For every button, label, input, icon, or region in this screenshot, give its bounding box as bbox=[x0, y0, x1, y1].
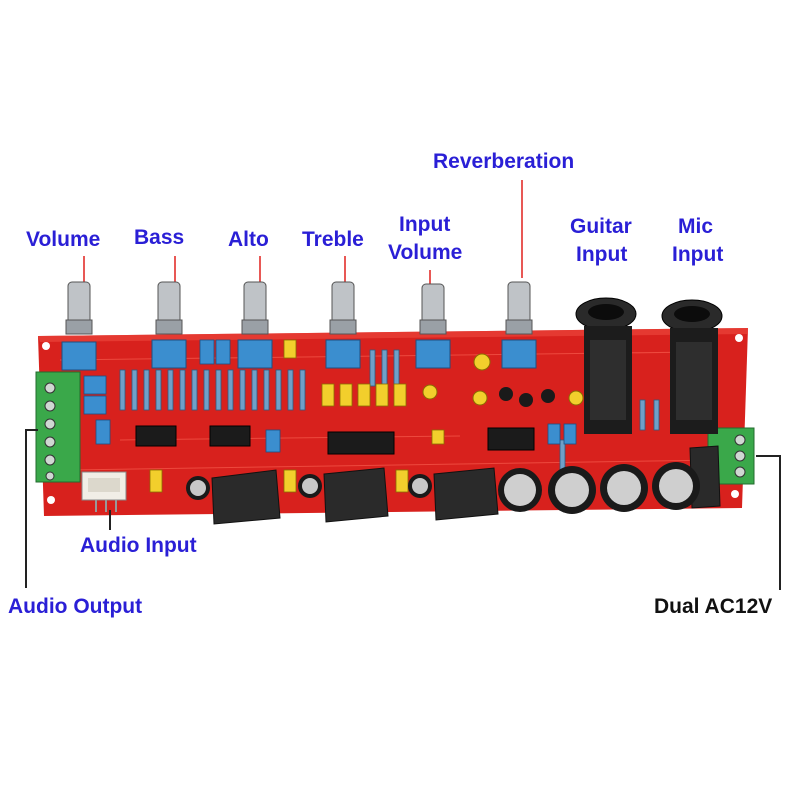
mic-input-jack bbox=[661, 299, 723, 434]
treble-pot bbox=[325, 281, 361, 369]
guitar-input-jack bbox=[575, 297, 637, 434]
input-volume-pot bbox=[415, 283, 451, 369]
label-audio-input: Audio Input bbox=[80, 534, 197, 557]
label-alto: Alto bbox=[228, 228, 269, 251]
film-capacitors bbox=[149, 339, 445, 493]
label-mic-input-line2: Input bbox=[672, 243, 724, 266]
label-mic-input-line1: Mic bbox=[678, 215, 714, 238]
label-treble: Treble bbox=[302, 228, 364, 251]
label-guitar-input-line1: Guitar bbox=[570, 215, 632, 238]
volume-pot bbox=[61, 281, 97, 371]
label-input-volume-line1: Input bbox=[399, 213, 451, 236]
audio-input-connector bbox=[81, 471, 127, 512]
potentiometers bbox=[61, 281, 537, 371]
label-input-volume-line2: Volume bbox=[388, 241, 463, 264]
label-audio-output: Audio Output bbox=[8, 595, 143, 618]
pointer-lines bbox=[83, 180, 523, 290]
alto-pot bbox=[237, 281, 273, 369]
bracket-lines bbox=[25, 429, 781, 590]
box-capacitors bbox=[83, 339, 577, 453]
ic-chips bbox=[135, 425, 535, 455]
bass-pot bbox=[151, 281, 187, 369]
label-volume: Volume bbox=[26, 228, 101, 251]
label-bass: Bass bbox=[134, 226, 185, 249]
reverberation-pot bbox=[501, 281, 537, 369]
heatsinks bbox=[211, 445, 721, 525]
label-reverberation: Reverberation bbox=[433, 150, 575, 173]
resistor-array bbox=[119, 349, 660, 471]
label-guitar-input-line2: Input bbox=[576, 243, 628, 266]
electrolytic-capacitors bbox=[186, 353, 700, 514]
label-dual-ac12v: Dual AC12V bbox=[654, 595, 773, 618]
audio-output-terminal bbox=[35, 371, 81, 483]
